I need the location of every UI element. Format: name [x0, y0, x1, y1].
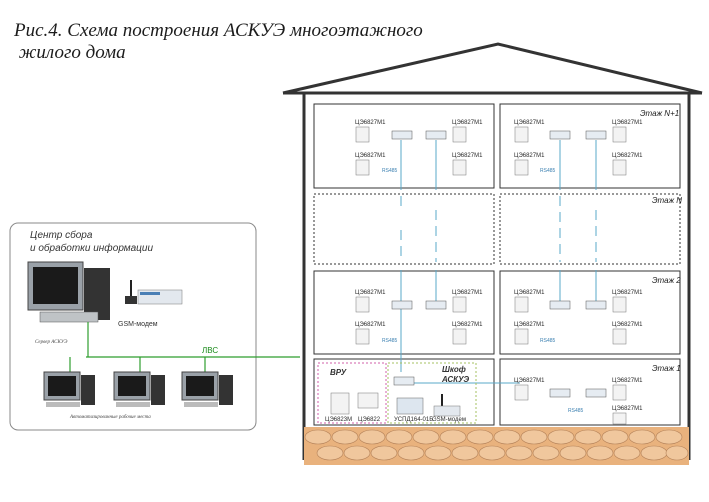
- workstation-icon: [181, 371, 233, 407]
- floor-top-right-devices: ЦЭ6827М1 ЦЭ6827М1 ЦЭ6827М1 ЦЭ6827М1 RS48…: [514, 120, 643, 176]
- server-label: Сервер АСКУЭ: [35, 340, 68, 345]
- workstation-icon: [113, 371, 165, 407]
- meter-label: ЦЭ6827М1: [452, 153, 483, 159]
- converter-icon: [549, 388, 571, 398]
- workstations-label: Автоматизированные рабочие места: [69, 415, 151, 420]
- converter-icon: [585, 300, 607, 310]
- meter-icon: [514, 296, 529, 313]
- askue-label-1: Шкоф: [442, 365, 466, 374]
- meter-label: ЦЭ6827М1: [355, 322, 386, 328]
- floor-label-top: Этаж N+1: [640, 109, 679, 118]
- vru-cabinet: [317, 362, 387, 424]
- meter-icon: [514, 126, 529, 143]
- meter-label: ЦЭ6827М1: [355, 153, 386, 159]
- converter-icon: [391, 300, 413, 310]
- meter-label: ЦЭ6827М1: [514, 153, 545, 159]
- meter-icon: [612, 384, 627, 401]
- meter-icon: [357, 392, 379, 409]
- rs485-label: RS485: [382, 168, 398, 174]
- lan-lines: [69, 322, 300, 372]
- rs485-label: RS485: [540, 168, 556, 174]
- converter-icon: [549, 130, 571, 140]
- meter-label: ЦЭ6827М1: [514, 120, 545, 126]
- server-icon: [27, 261, 110, 323]
- converter-icon: [585, 388, 607, 398]
- data-center-panel: Центр сбора и обработки информации GSM-м…: [9, 222, 300, 431]
- center-heading-2: и обработки информации: [30, 242, 153, 254]
- floor-label-n: Этаж N: [652, 196, 682, 205]
- meter-label: ЦЭ6827М1: [452, 120, 483, 126]
- meter-label: ЦЭ6827М1: [452, 322, 483, 328]
- floor-frames: [313, 103, 681, 426]
- foundation-stones: [304, 429, 689, 461]
- meter-label: ЦЭ6827М1: [355, 290, 386, 296]
- meter-label: ЦЭ6827М1: [452, 290, 483, 296]
- gsm-modem-label: GSM-модем: [118, 321, 158, 328]
- meter-icon: [514, 328, 529, 345]
- meter-icon: [612, 412, 627, 425]
- rs485-label: RS485: [382, 338, 398, 344]
- meter-label: ЦЭ6827М1: [612, 290, 643, 296]
- meter-label: ЦЭ6827М1: [514, 290, 545, 296]
- floor-1-right-devices: ЦЭ6827М1 ЦЭ6827М1 ЦЭ6827М1 RS485: [514, 378, 643, 425]
- converter-icon: [425, 300, 447, 310]
- gsm-modem-icon: [125, 280, 183, 305]
- meter-icon: [452, 126, 467, 143]
- floor-2-right-devices: ЦЭ6827М1 ЦЭ6827М1 ЦЭ6827М1 ЦЭ6827М1 RS48…: [514, 290, 643, 345]
- meter-label: ЦЭ6827М1: [612, 120, 643, 126]
- meter-icon: [612, 296, 627, 313]
- meter-icon: [452, 159, 467, 176]
- floor-label-2: Этаж 2: [652, 276, 681, 285]
- meter-icon: [355, 159, 370, 176]
- meter-icon: [612, 159, 627, 176]
- meter-icon: [612, 126, 627, 143]
- meter-label: ЦЭ6827М1: [612, 153, 643, 159]
- cabinet-gsm-label: GSM-модем: [432, 417, 466, 423]
- meter-label: ЦЭ6827М1: [514, 378, 545, 384]
- gsm-modem-icon: [433, 405, 461, 417]
- meter-icon: [612, 328, 627, 345]
- meter-label: ЦЭ6827М1: [612, 378, 643, 384]
- rs485-label: RS485: [540, 338, 556, 344]
- askue-label-2: АСКУЭ: [441, 375, 469, 384]
- converter-icon: [549, 300, 571, 310]
- uspd-icon: [396, 397, 424, 415]
- uspd-label: УСПД164-01Б: [394, 417, 433, 423]
- meter-label: ЦЭ6827М1: [612, 406, 643, 412]
- converter-icon: [393, 376, 415, 386]
- meter-label: ЦЭ6827М1: [355, 120, 386, 126]
- meter-icon: [355, 328, 370, 345]
- floor-label-1: Этаж 1: [652, 364, 681, 373]
- meter-icon: [452, 296, 467, 313]
- meter-icon: [330, 392, 350, 415]
- meter-icon: [514, 384, 529, 401]
- floor-2-left-devices: ЦЭ6827М1 ЦЭ6827М1 ЦЭ6827М1 ЦЭ6827М1 RS48…: [355, 290, 483, 345]
- center-heading-1: Центр сбора: [30, 229, 93, 241]
- converter-icon: [391, 130, 413, 140]
- converter-icon: [585, 130, 607, 140]
- page-title: Рис.4. Схема построения АСКУЭ многоэтажн…: [14, 20, 423, 63]
- lan-label: ЛВС: [202, 346, 218, 355]
- vru-label: ВРУ: [330, 368, 347, 377]
- meter-icon: [355, 126, 370, 143]
- floor-1-cabinets: ВРУ Шкоф АСКУЭ ЦЭ6823М ЦЭ6822 УСПД164-01…: [317, 362, 477, 424]
- floor-top-left-devices: ЦЭ6827М1 ЦЭ6827М1 ЦЭ6827М1 ЦЭ6827М1 RS48…: [355, 120, 483, 176]
- meter-icon: [355, 296, 370, 313]
- vru-meter-a-label: ЦЭ6823М: [325, 417, 352, 423]
- askue-cabinet: [387, 362, 477, 424]
- meter-label: ЦЭ6827М1: [514, 322, 545, 328]
- workstation-icon: [43, 371, 95, 407]
- meter-label: ЦЭ6827М1: [612, 322, 643, 328]
- converter-icon: [425, 130, 447, 140]
- vru-meter-b-label: ЦЭ6822: [358, 417, 381, 423]
- meter-icon: [452, 328, 467, 345]
- bus-lines: [400, 140, 597, 384]
- meter-icon: [514, 159, 529, 176]
- rs485-label: RS485: [568, 408, 584, 414]
